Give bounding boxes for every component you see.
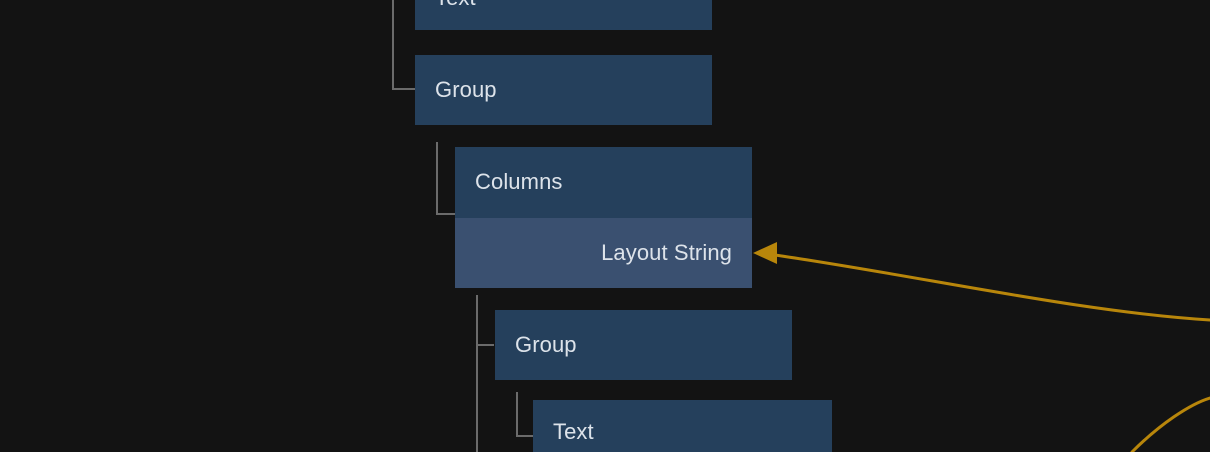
tree-node-text-top[interactable]: Text xyxy=(415,0,712,30)
tree-node-group-1[interactable]: Group xyxy=(415,55,712,125)
tree-node-text-bottom[interactable]: Text xyxy=(533,400,832,452)
node-field-label: Layout String xyxy=(601,239,732,265)
node-title: Group xyxy=(435,77,497,102)
tree-connector xyxy=(476,295,478,452)
tree-node-group-2[interactable]: Group xyxy=(495,310,792,380)
tree-connector xyxy=(436,213,456,215)
node-header[interactable]: Columns xyxy=(455,147,752,218)
tree-connector xyxy=(516,435,534,437)
node-title: Text xyxy=(415,0,476,9)
node-title: Group xyxy=(515,332,577,357)
node-header[interactable]: Text xyxy=(415,0,712,30)
node-header[interactable]: Group xyxy=(415,55,712,125)
annotation-arrow-line xyxy=(1130,396,1210,452)
node-header[interactable]: Text xyxy=(533,400,832,452)
node-title: Columns xyxy=(475,169,563,195)
node-field-layout-string[interactable]: Layout String xyxy=(455,217,752,288)
tree-connector xyxy=(436,142,438,215)
tree-connector xyxy=(516,392,518,437)
annotation-arrowhead-icon xyxy=(753,242,777,264)
tree-connector xyxy=(476,344,494,346)
node-title: Text xyxy=(553,419,594,444)
annotation-arrow-line xyxy=(773,253,1210,322)
tree-connector xyxy=(392,88,415,90)
tree-connector xyxy=(392,0,394,90)
node-header[interactable]: Group xyxy=(495,310,792,380)
